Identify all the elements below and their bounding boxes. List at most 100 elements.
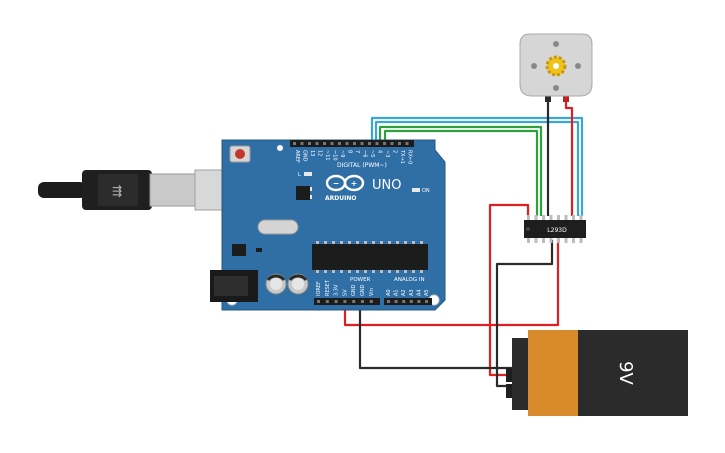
ic-leg[interactable] — [564, 238, 568, 243]
digital-header-label: DIGITAL (PWM~) — [337, 162, 387, 169]
header-pin[interactable] — [293, 142, 296, 145]
wire-black-ic-battery[interactable] — [495, 240, 554, 388]
header-pin[interactable] — [325, 300, 329, 303]
chip-leg — [412, 270, 415, 273]
ic-leg[interactable] — [527, 238, 530, 243]
chip-leg — [332, 270, 335, 273]
power-pin-label: 3.3V — [334, 284, 340, 296]
digital-pin-label: 7 — [354, 150, 360, 153]
header-pin[interactable] — [323, 142, 326, 145]
motor-hole-left — [531, 63, 537, 69]
ic-leg[interactable] — [572, 238, 575, 243]
usb-plug-metal — [149, 173, 199, 207]
digital-pin-label: 8 — [347, 150, 353, 153]
l293d-driver-ic[interactable]: L293D — [524, 215, 586, 243]
digital-pin-label: ~5 — [369, 150, 375, 157]
ic-leg[interactable] — [534, 238, 538, 243]
header-pin[interactable] — [409, 300, 413, 303]
power-header[interactable] — [314, 298, 380, 305]
wire-green-1[interactable] — [378, 125, 543, 216]
analog-header[interactable] — [384, 298, 432, 305]
header-pin[interactable] — [375, 142, 379, 145]
usb-cable: ⇶ — [38, 169, 238, 211]
battery-label: 9V — [615, 361, 636, 385]
chip-leg — [372, 270, 375, 273]
ic-label: L293D — [547, 227, 567, 234]
wire-red-5v-ic[interactable] — [343, 240, 560, 327]
ic-leg[interactable] — [572, 215, 575, 220]
header-pin[interactable] — [361, 300, 364, 303]
wire-blue-1[interactable] — [370, 116, 584, 216]
usb-symbol-icon: ⇶ — [112, 184, 122, 198]
header-pin[interactable] — [394, 300, 398, 303]
header-pin[interactable] — [387, 300, 390, 303]
header-pin[interactable] — [425, 300, 428, 303]
ic-leg[interactable] — [542, 238, 545, 243]
wire-black-gnd-battery[interactable] — [358, 298, 512, 370]
header-pin[interactable] — [317, 300, 320, 303]
ic-leg[interactable] — [549, 215, 553, 220]
header-pin[interactable] — [345, 142, 349, 145]
chip-leg — [396, 241, 399, 244]
digital-pin-label: ~3 — [384, 150, 390, 157]
crystal-oscillator — [257, 219, 299, 235]
ic-leg[interactable] — [542, 215, 545, 220]
ic-leg[interactable] — [527, 215, 530, 220]
header-pin[interactable] — [353, 142, 356, 145]
header-pin[interactable] — [334, 300, 338, 303]
power-pin-label: Vin — [369, 288, 375, 296]
analog-pin-label: A3 — [409, 289, 415, 296]
header-pin[interactable] — [398, 142, 401, 145]
header-pin[interactable] — [343, 300, 347, 303]
ic-leg[interactable] — [579, 238, 583, 243]
digital-pin-label: ~6 — [362, 150, 368, 157]
chip-leg — [412, 241, 415, 244]
header-pin[interactable] — [390, 142, 394, 145]
header-pin[interactable] — [402, 300, 406, 303]
header-pin[interactable] — [369, 300, 373, 303]
capacitor — [287, 273, 309, 295]
header-pin[interactable] — [405, 142, 409, 145]
wire-motor-red[interactable] — [564, 100, 574, 216]
reset-button-cap[interactable] — [235, 149, 245, 159]
header-pin[interactable] — [383, 142, 386, 145]
digital-pin-label: ~10 — [332, 150, 338, 161]
chip-leg — [380, 241, 383, 244]
power-jack-inner — [214, 276, 248, 296]
header-pin[interactable] — [417, 300, 421, 303]
dc-motor[interactable] — [519, 33, 593, 102]
header-pin[interactable] — [315, 142, 319, 145]
ic-leg[interactable] — [534, 215, 538, 220]
chip-leg — [340, 241, 343, 244]
ic-leg[interactable] — [557, 215, 560, 220]
header-pin[interactable] — [338, 142, 341, 145]
mount-hole — [277, 145, 283, 151]
battery-9v[interactable]: 9V — [506, 330, 688, 416]
arduino-logo-icon — [325, 174, 365, 192]
header-pin[interactable] — [360, 142, 364, 145]
usb-chip — [296, 186, 310, 200]
chip-leg — [348, 270, 351, 273]
ic-leg[interactable] — [564, 215, 568, 220]
digital-header[interactable] — [290, 140, 414, 147]
wire-blue-2[interactable] — [374, 120, 580, 216]
motor-hole-bottom — [553, 85, 559, 91]
power-pin-label: 5V — [342, 289, 348, 296]
ic-leg[interactable] — [579, 215, 583, 220]
ic-leg[interactable] — [557, 238, 560, 243]
arduino-logo-minus: − — [333, 179, 340, 188]
digital-pin-label: GND — [302, 150, 308, 162]
header-pin[interactable] — [368, 142, 371, 145]
led-l-icon — [304, 172, 312, 176]
header-pin[interactable] — [300, 142, 304, 145]
wire-green-2[interactable] — [383, 129, 539, 216]
ic-leg[interactable] — [549, 238, 553, 243]
digital-pin-label: RX←0 — [407, 150, 413, 164]
chip-leg — [324, 270, 327, 273]
header-pin[interactable] — [352, 300, 356, 303]
header-pin[interactable] — [308, 142, 311, 145]
header-pin[interactable] — [330, 142, 334, 145]
led-label-l: L — [298, 172, 301, 178]
chip-leg — [372, 241, 375, 244]
